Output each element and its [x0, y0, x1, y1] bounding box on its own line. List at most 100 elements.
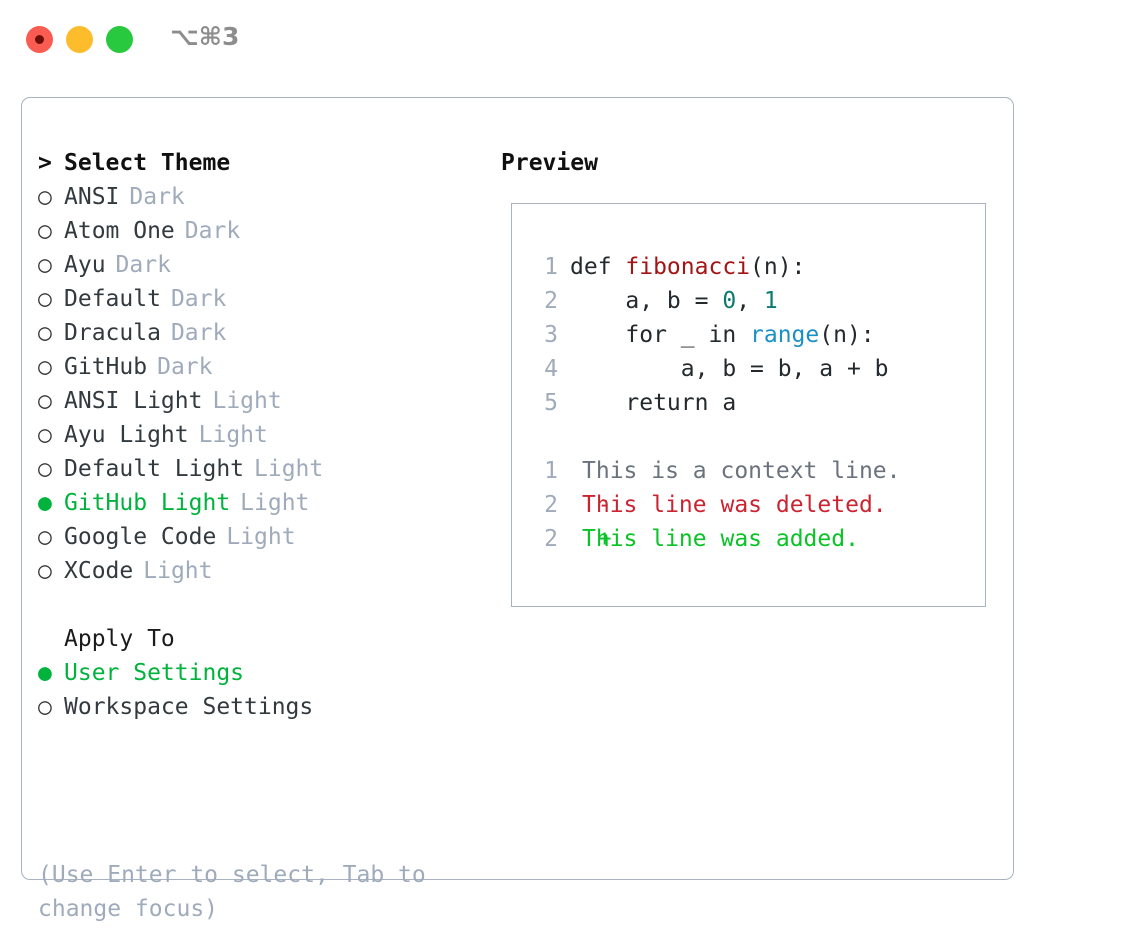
close-window-button[interactable] — [26, 26, 53, 53]
theme-kind-badge: Light — [226, 524, 296, 550]
theme-kind-badge: Dark — [115, 252, 171, 278]
apply-to-label: Workspace Settings — [64, 694, 314, 720]
theme-kind-badge: Dark — [170, 286, 227, 312]
section-title: Select Theme — [64, 150, 231, 176]
diff-sample: 1 This is a context line.2 - This line w… — [536, 454, 901, 556]
line-number: 5 — [544, 390, 558, 416]
line-number: 2 — [544, 288, 558, 314]
radio-empty-icon: ○ — [38, 252, 52, 278]
line-number: 1 — [544, 254, 558, 280]
code-token: def — [570, 254, 626, 280]
theme-kind-badge: Dark — [157, 354, 213, 380]
minimize-window-button[interactable] — [66, 26, 93, 53]
theme-kind-badge: Light — [240, 490, 310, 516]
radio-empty-icon: ○ — [38, 558, 52, 584]
spacer — [38, 588, 483, 622]
radio-empty-icon: ○ — [38, 456, 52, 482]
theme-option-ayu-light[interactable]: ○ Ayu Light Light — [38, 418, 483, 452]
diff-text: This line was deleted. — [582, 492, 887, 518]
maximize-window-button[interactable] — [106, 26, 133, 53]
radio-empty-icon: ○ — [38, 218, 52, 244]
caret-icon: > — [38, 150, 52, 176]
code-line: 1 def fibonacci(n): — [536, 250, 889, 284]
diff-text: This line was added. — [582, 526, 859, 552]
theme-option-ansi[interactable]: ○ ANSI Dark — [38, 180, 483, 214]
code-line: 3 for _ in range(n): — [536, 318, 889, 352]
diff-sign: + — [570, 526, 626, 552]
theme-name: Ayu Light — [64, 422, 189, 448]
apply-to-label: User Settings — [64, 660, 245, 686]
preview-title: Preview — [501, 150, 598, 176]
code-line: 5 return a — [536, 386, 889, 420]
theme-kind-badge: Dark — [184, 218, 241, 244]
keyboard-hint-text: (Use Enter to select, Tab to change focu… — [38, 862, 426, 922]
radio-empty-icon: ○ — [38, 184, 52, 210]
keyboard-shortcut-label: ⌥⌘3 — [170, 22, 240, 51]
code-token: 1 — [763, 288, 778, 314]
radio-empty-icon: ○ — [38, 694, 52, 720]
code-token: fibonacci — [625, 254, 751, 280]
code-token: , — [736, 288, 764, 314]
theme-name: Dracula — [64, 320, 161, 346]
line-number: 1 — [544, 458, 558, 484]
apply-to-option-user-settings[interactable]: ● User Settings — [38, 656, 483, 690]
theme-name: ANSI — [64, 184, 120, 210]
theme-option-default[interactable]: ○ Default Dark — [38, 282, 483, 316]
theme-option-github-light[interactable]: ● GitHub Light Light — [38, 486, 483, 520]
theme-option-default-light[interactable]: ○ Default Light Light — [38, 452, 483, 486]
radio-selected-icon: ● — [38, 660, 52, 686]
code-line: 4 a, b = b, a + b — [536, 352, 889, 386]
theme-name: GitHub Light — [64, 490, 231, 516]
line-number: 2 — [544, 492, 558, 518]
code-token: return a — [570, 390, 737, 416]
theme-name: Default — [64, 286, 161, 312]
theme-option-xcode[interactable]: ○ XCode Light — [38, 554, 483, 588]
diff-sign — [570, 454, 582, 488]
radio-empty-icon: ○ — [38, 286, 52, 312]
theme-name: ANSI Light — [64, 388, 203, 414]
diff-text: This is a context line. — [582, 458, 901, 484]
preview-header: Preview — [501, 146, 1001, 180]
theme-name: Default Light — [64, 456, 245, 482]
theme-kind-badge: Light — [143, 558, 213, 584]
theme-name: XCode — [64, 558, 134, 584]
diff-sign: - — [570, 492, 626, 518]
radio-selected-icon: ● — [38, 490, 52, 516]
code-token: (n): — [750, 254, 806, 280]
radio-empty-icon: ○ — [38, 524, 52, 550]
theme-kind-badge: Dark — [129, 184, 185, 210]
code-token: a, b = b, a + b — [570, 356, 889, 382]
theme-option-atom-one[interactable]: ○ Atom One Dark — [38, 214, 483, 248]
code-token: 0 — [722, 288, 737, 314]
theme-option-google-code[interactable]: ○ Google Code Light — [38, 520, 483, 554]
line-number: 3 — [544, 322, 558, 348]
theme-name: GitHub — [64, 354, 148, 380]
code-token: a, b = — [570, 288, 723, 314]
code-token: range — [750, 322, 820, 348]
theme-name: Atom One — [64, 218, 175, 244]
code-line: 2 a, b = 0, 1 — [536, 284, 889, 318]
code-token: for _ in — [570, 322, 751, 348]
theme-kind-badge: Light — [212, 388, 282, 414]
title-bar: ⌥⌘3 — [0, 0, 1140, 78]
diff-line: 1 This is a context line. — [536, 454, 901, 488]
apply-to-heading: Apply To — [38, 622, 483, 656]
radio-empty-icon: ○ — [38, 320, 52, 346]
diff-line: 2 + This line was added. — [536, 522, 901, 556]
apply-to-option-workspace-settings[interactable]: ○ Workspace Settings — [38, 690, 483, 724]
theme-kind-badge: Light — [254, 456, 324, 482]
line-number: 2 — [544, 526, 558, 552]
section-title: Apply To — [64, 626, 175, 652]
theme-kind-badge: Light — [198, 422, 268, 448]
radio-empty-icon: ○ — [38, 422, 52, 448]
diff-line: 2 - This line was deleted. — [536, 488, 901, 522]
theme-name: Google Code — [64, 524, 217, 550]
